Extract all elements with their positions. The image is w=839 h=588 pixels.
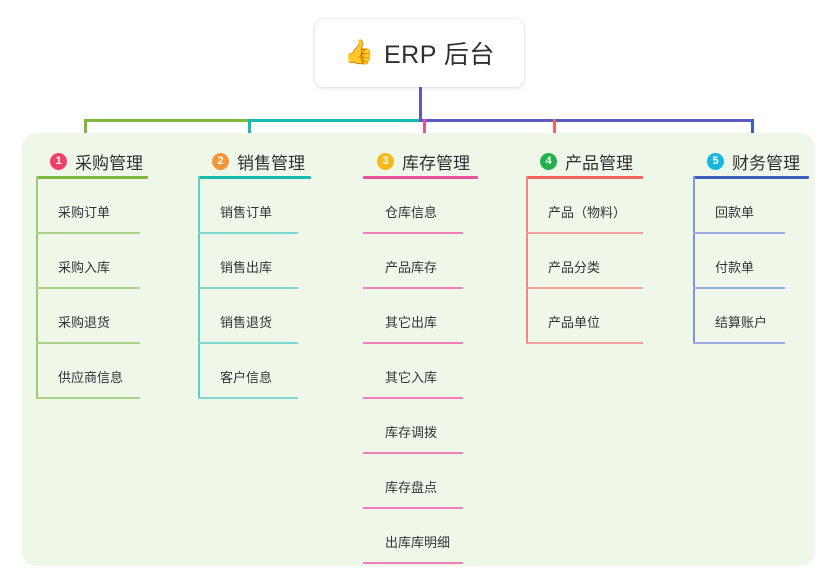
list-item-label: 产品单位: [548, 315, 601, 330]
content-panel: [22, 133, 815, 566]
bus-segment-purple: [419, 119, 754, 122]
list-item-underline: [198, 232, 298, 234]
list-item[interactable]: 客户信息: [198, 367, 298, 399]
column-header-4[interactable]: 4 产品管理: [526, 146, 633, 176]
list-item-underline: [363, 287, 463, 289]
list-item-underline: [36, 397, 140, 399]
root-title: ERP 后台: [383, 41, 495, 69]
column-header-5[interactable]: 5 财务管理: [693, 146, 800, 176]
list-item-label: 回款单: [715, 205, 755, 220]
column-stem: [526, 176, 528, 344]
column-underline: [36, 176, 148, 179]
list-item[interactable]: 库存盘点: [363, 477, 463, 509]
list-item-underline: [363, 397, 463, 399]
list-item-underline: [198, 342, 298, 344]
list-item-label: 其它出库: [385, 315, 438, 330]
list-item-label: 库存盘点: [385, 480, 438, 495]
list-item-underline: [363, 562, 463, 564]
column-title: 产品管理: [565, 153, 633, 173]
column-number-badge: 2: [212, 152, 229, 170]
list-item[interactable]: 销售出库: [198, 257, 298, 289]
list-item-underline: [693, 287, 785, 289]
column-underline: [693, 176, 809, 179]
column-number-badge: 5: [707, 152, 724, 170]
list-item-label: 产品（物料）: [548, 205, 627, 220]
list-item-underline: [363, 342, 463, 344]
list-item-underline: [693, 342, 785, 344]
list-item[interactable]: 库存调拨: [363, 422, 463, 454]
list-item[interactable]: 付款单: [693, 257, 785, 289]
list-item-underline: [363, 507, 463, 509]
list-item[interactable]: 产品分类: [526, 257, 643, 289]
list-item-underline: [36, 232, 140, 234]
list-item-label: 供应商信息: [58, 370, 124, 385]
bus-segment-teal: [248, 119, 419, 122]
list-item-underline: [526, 342, 643, 344]
list-item-label: 采购入库: [58, 260, 111, 275]
list-item-underline: [198, 397, 298, 399]
bus-segment-green: [84, 119, 248, 122]
list-item[interactable]: 产品库存: [363, 257, 463, 289]
column-header-3[interactable]: 3 库存管理: [363, 146, 470, 176]
list-item[interactable]: 产品单位: [526, 312, 643, 344]
column-title: 财务管理: [732, 153, 800, 173]
list-item-label: 采购订单: [58, 205, 111, 220]
list-item-label: 销售订单: [220, 205, 273, 220]
list-item-underline: [693, 232, 785, 234]
thumbs-up-icon: 👍: [344, 39, 374, 66]
column-header-1[interactable]: 1 采购管理: [36, 146, 143, 176]
list-item-label: 销售退货: [220, 315, 273, 330]
list-item-label: 销售出库: [220, 260, 273, 275]
list-item-underline: [526, 287, 643, 289]
list-item[interactable]: 采购订单: [36, 202, 140, 234]
list-item[interactable]: 产品（物料）: [526, 202, 643, 234]
root-node[interactable]: 👍 ERP 后台: [315, 19, 524, 87]
column-header-2[interactable]: 2 销售管理: [198, 146, 305, 176]
column-underline: [526, 176, 643, 179]
list-item[interactable]: 销售订单: [198, 202, 298, 234]
list-item-underline: [363, 452, 463, 454]
column-underline: [363, 176, 478, 179]
list-item[interactable]: 采购入库: [36, 257, 140, 289]
column-number-badge: 3: [377, 152, 394, 170]
list-item[interactable]: 其它入库: [363, 367, 463, 399]
column-title: 库存管理: [402, 153, 470, 173]
list-item[interactable]: 销售退货: [198, 312, 298, 344]
list-item-label: 付款单: [715, 260, 755, 275]
list-item[interactable]: 供应商信息: [36, 367, 140, 399]
list-item-underline: [526, 232, 643, 234]
list-item[interactable]: 结算账户: [693, 312, 785, 344]
list-item[interactable]: 出库库明细: [363, 532, 463, 564]
column-number-badge: 1: [50, 152, 67, 170]
list-item-underline: [198, 287, 298, 289]
column-title: 销售管理: [237, 153, 305, 173]
list-item-label: 出库库明细: [385, 535, 451, 550]
list-item-label: 库存调拨: [385, 425, 438, 440]
column-underline: [198, 176, 311, 179]
list-item[interactable]: 采购退货: [36, 312, 140, 344]
column-stem: [693, 176, 695, 344]
list-item-label: 客户信息: [220, 370, 273, 385]
list-item-underline: [36, 287, 140, 289]
column-number-badge: 4: [540, 152, 557, 170]
list-item[interactable]: 回款单: [693, 202, 785, 234]
list-item-label: 采购退货: [58, 315, 111, 330]
list-item-label: 仓库信息: [385, 205, 438, 220]
list-item-underline: [363, 232, 463, 234]
trunk-vertical: [419, 87, 422, 119]
list-item-label: 结算账户: [715, 315, 768, 330]
list-item-label: 产品分类: [548, 260, 601, 275]
list-item-underline: [36, 342, 140, 344]
list-item-label: 产品库存: [385, 260, 438, 275]
list-item[interactable]: 仓库信息: [363, 202, 463, 234]
list-item-label: 其它入库: [385, 370, 438, 385]
column-title: 采购管理: [75, 153, 143, 173]
list-item[interactable]: 其它出库: [363, 312, 463, 344]
